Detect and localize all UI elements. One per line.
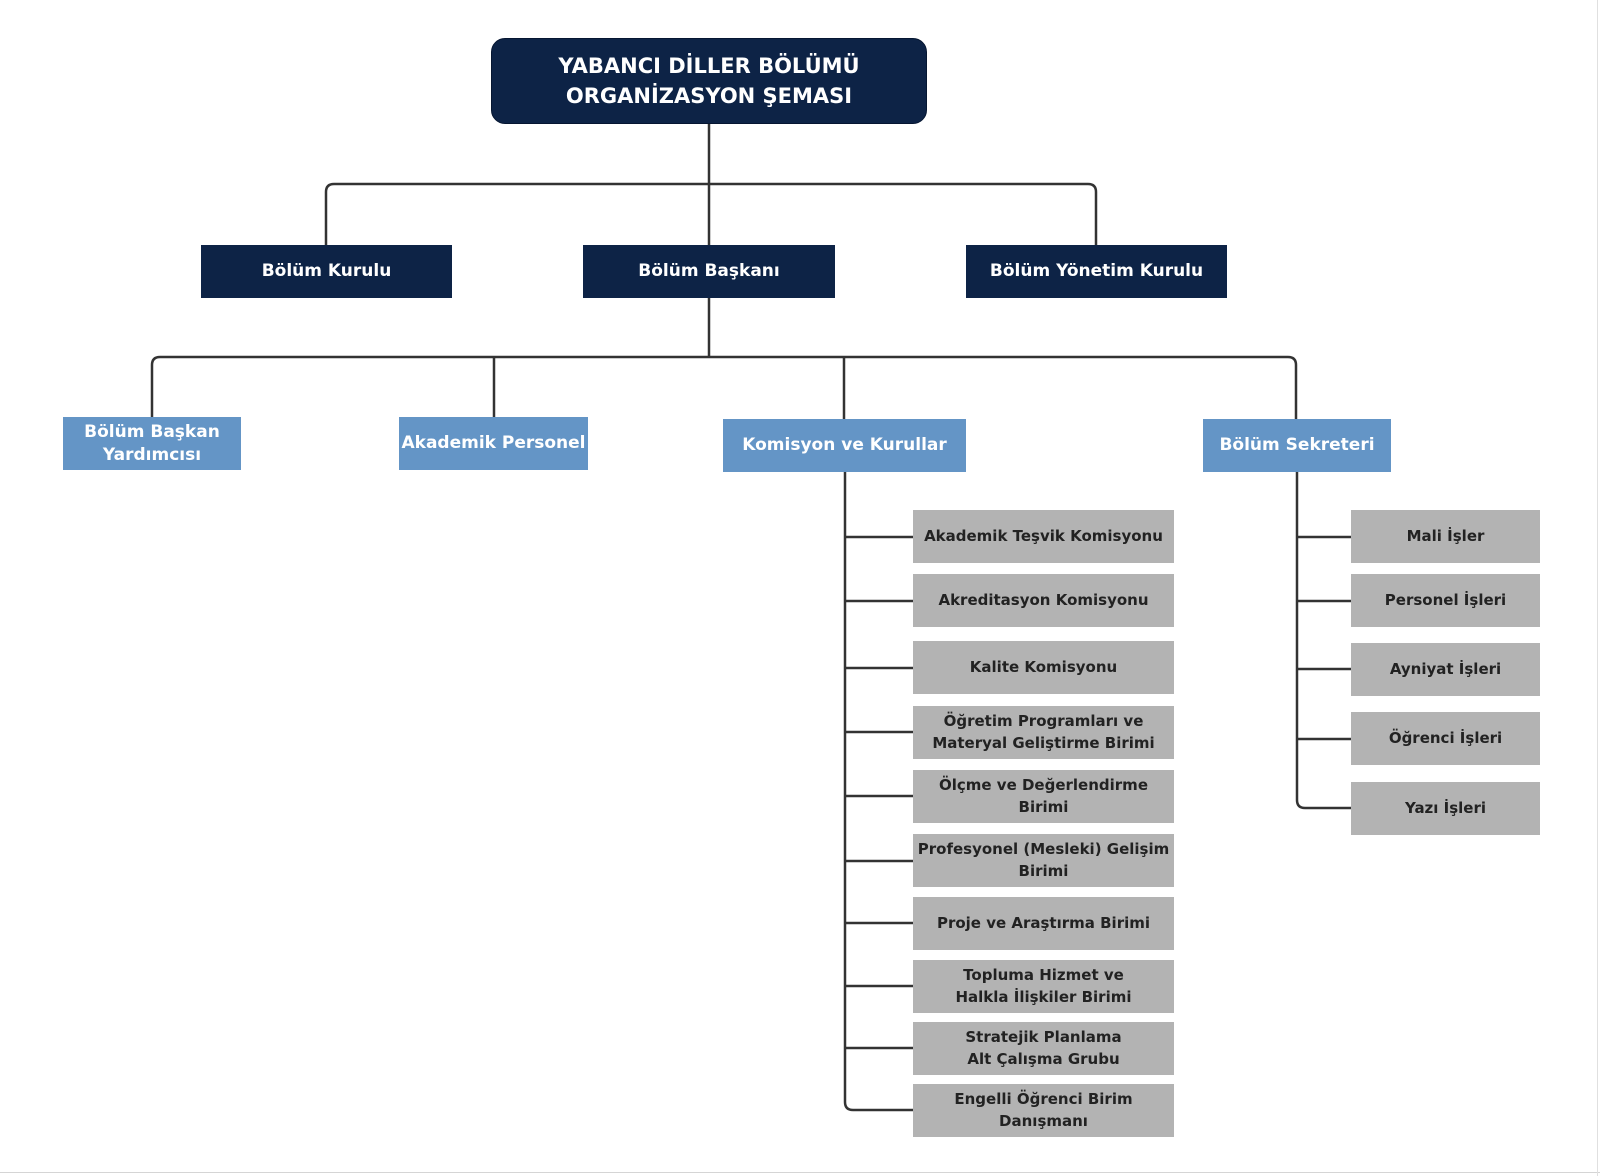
node-secretary-unit-3[interactable]: Ayniyat İşleri	[1351, 643, 1540, 696]
node-secretary-unit-1[interactable]: Mali İşler	[1351, 510, 1540, 563]
node-label: Ayniyat İşleri	[1389, 659, 1502, 678]
node-label: Mali İşler	[1406, 526, 1485, 545]
node-label: Proje ve Araştırma Birimi	[936, 913, 1151, 932]
node-commission-5[interactable]: Ölçme ve Değerlendirme Birimi	[913, 770, 1174, 823]
node-secretary-unit-4[interactable]: Öğrenci İşleri	[1351, 712, 1540, 765]
node-commission-8[interactable]: Topluma Hizmet ve Halkla İlişkiler Birim…	[913, 960, 1174, 1013]
node-commission-1[interactable]: Akademik Teşvik Komisyonu	[913, 510, 1174, 563]
node-bolum-baskani[interactable]: Bölüm Başkanı	[583, 245, 835, 298]
node-commission-3[interactable]: Kalite Komisyonu	[913, 641, 1174, 694]
node-secretary-unit-5[interactable]: Yazı İşleri	[1351, 782, 1540, 835]
chart-title: YABANCI DİLLER BÖLÜMÜ ORGANİZASYON ŞEMAS…	[558, 53, 860, 108]
node-commission-9[interactable]: Stratejik Planlama Alt Çalışma Grubu	[913, 1022, 1174, 1075]
node-label: Engelli Öğrenci Birim Danışmanı	[954, 1089, 1133, 1130]
node-commission-7[interactable]: Proje ve Araştırma Birimi	[913, 897, 1174, 950]
node-label: Profesyonel (Mesleki) Gelişim Birimi	[917, 839, 1170, 880]
node-label: Komisyon ve Kurullar	[742, 435, 947, 456]
node-label: Kalite Komisyonu	[969, 657, 1118, 676]
node-label: Bölüm Kurulu	[261, 261, 392, 282]
node-akademik-personel[interactable]: Akademik Personel	[399, 417, 588, 470]
chart-title-box: YABANCI DİLLER BÖLÜMÜ ORGANİZASYON ŞEMAS…	[491, 38, 927, 124]
node-label: Ölçme ve Değerlendirme Birimi	[939, 775, 1148, 816]
connector-secretary-spine	[1295, 472, 1351, 810]
node-commission-2[interactable]: Akreditasyon Komisyonu	[913, 574, 1174, 627]
node-bolum-sekreteri[interactable]: Bölüm Sekreteri	[1203, 419, 1391, 472]
node-bolum-kurulu[interactable]: Bölüm Kurulu	[201, 245, 452, 298]
node-label: Akreditasyon Komisyonu	[938, 590, 1149, 609]
connector-level2-bus	[150, 355, 1298, 419]
node-bolum-baskan-yardimcisi[interactable]: Bölüm Başkan Yardımcısı	[63, 417, 241, 470]
node-bolum-yonetim-kurulu[interactable]: Bölüm Yönetim Kurulu	[966, 245, 1227, 298]
bottom-divider	[0, 1172, 1600, 1173]
node-label: Bölüm Sekreteri	[1219, 435, 1375, 456]
node-label: Bölüm Yönetim Kurulu	[989, 261, 1204, 282]
node-label: Akademik Teşvik Komisyonu	[924, 526, 1163, 545]
node-label: Bölüm Başkanı	[638, 261, 780, 282]
node-label: Stratejik Planlama Alt Çalışma Grubu	[965, 1027, 1122, 1068]
node-label: Öğrenci İşleri	[1388, 728, 1503, 747]
node-commission-10[interactable]: Engelli Öğrenci Birim Danışmanı	[913, 1084, 1174, 1137]
node-secretary-unit-2[interactable]: Personel İşleri	[1351, 574, 1540, 627]
node-commission-4[interactable]: Öğretim Programları ve Materyal Geliştir…	[913, 706, 1174, 759]
node-label: Öğretim Programları ve Materyal Geliştir…	[932, 711, 1155, 752]
connector-level1-bus	[324, 182, 1098, 245]
node-label: Personel İşleri	[1384, 590, 1507, 609]
right-divider	[1597, 0, 1598, 1176]
node-label: Bölüm Başkan Yardımcısı	[84, 422, 220, 465]
node-label: Topluma Hizmet ve Halkla İlişkiler Birim…	[955, 965, 1132, 1006]
connector-commissions-spine	[843, 472, 913, 1112]
node-label: Yazı İşleri	[1404, 798, 1487, 817]
node-label: Akademik Personel	[401, 433, 586, 454]
node-commission-6[interactable]: Profesyonel (Mesleki) Gelişim Birimi	[913, 834, 1174, 887]
node-komisyon-ve-kurullar[interactable]: Komisyon ve Kurullar	[723, 419, 966, 472]
